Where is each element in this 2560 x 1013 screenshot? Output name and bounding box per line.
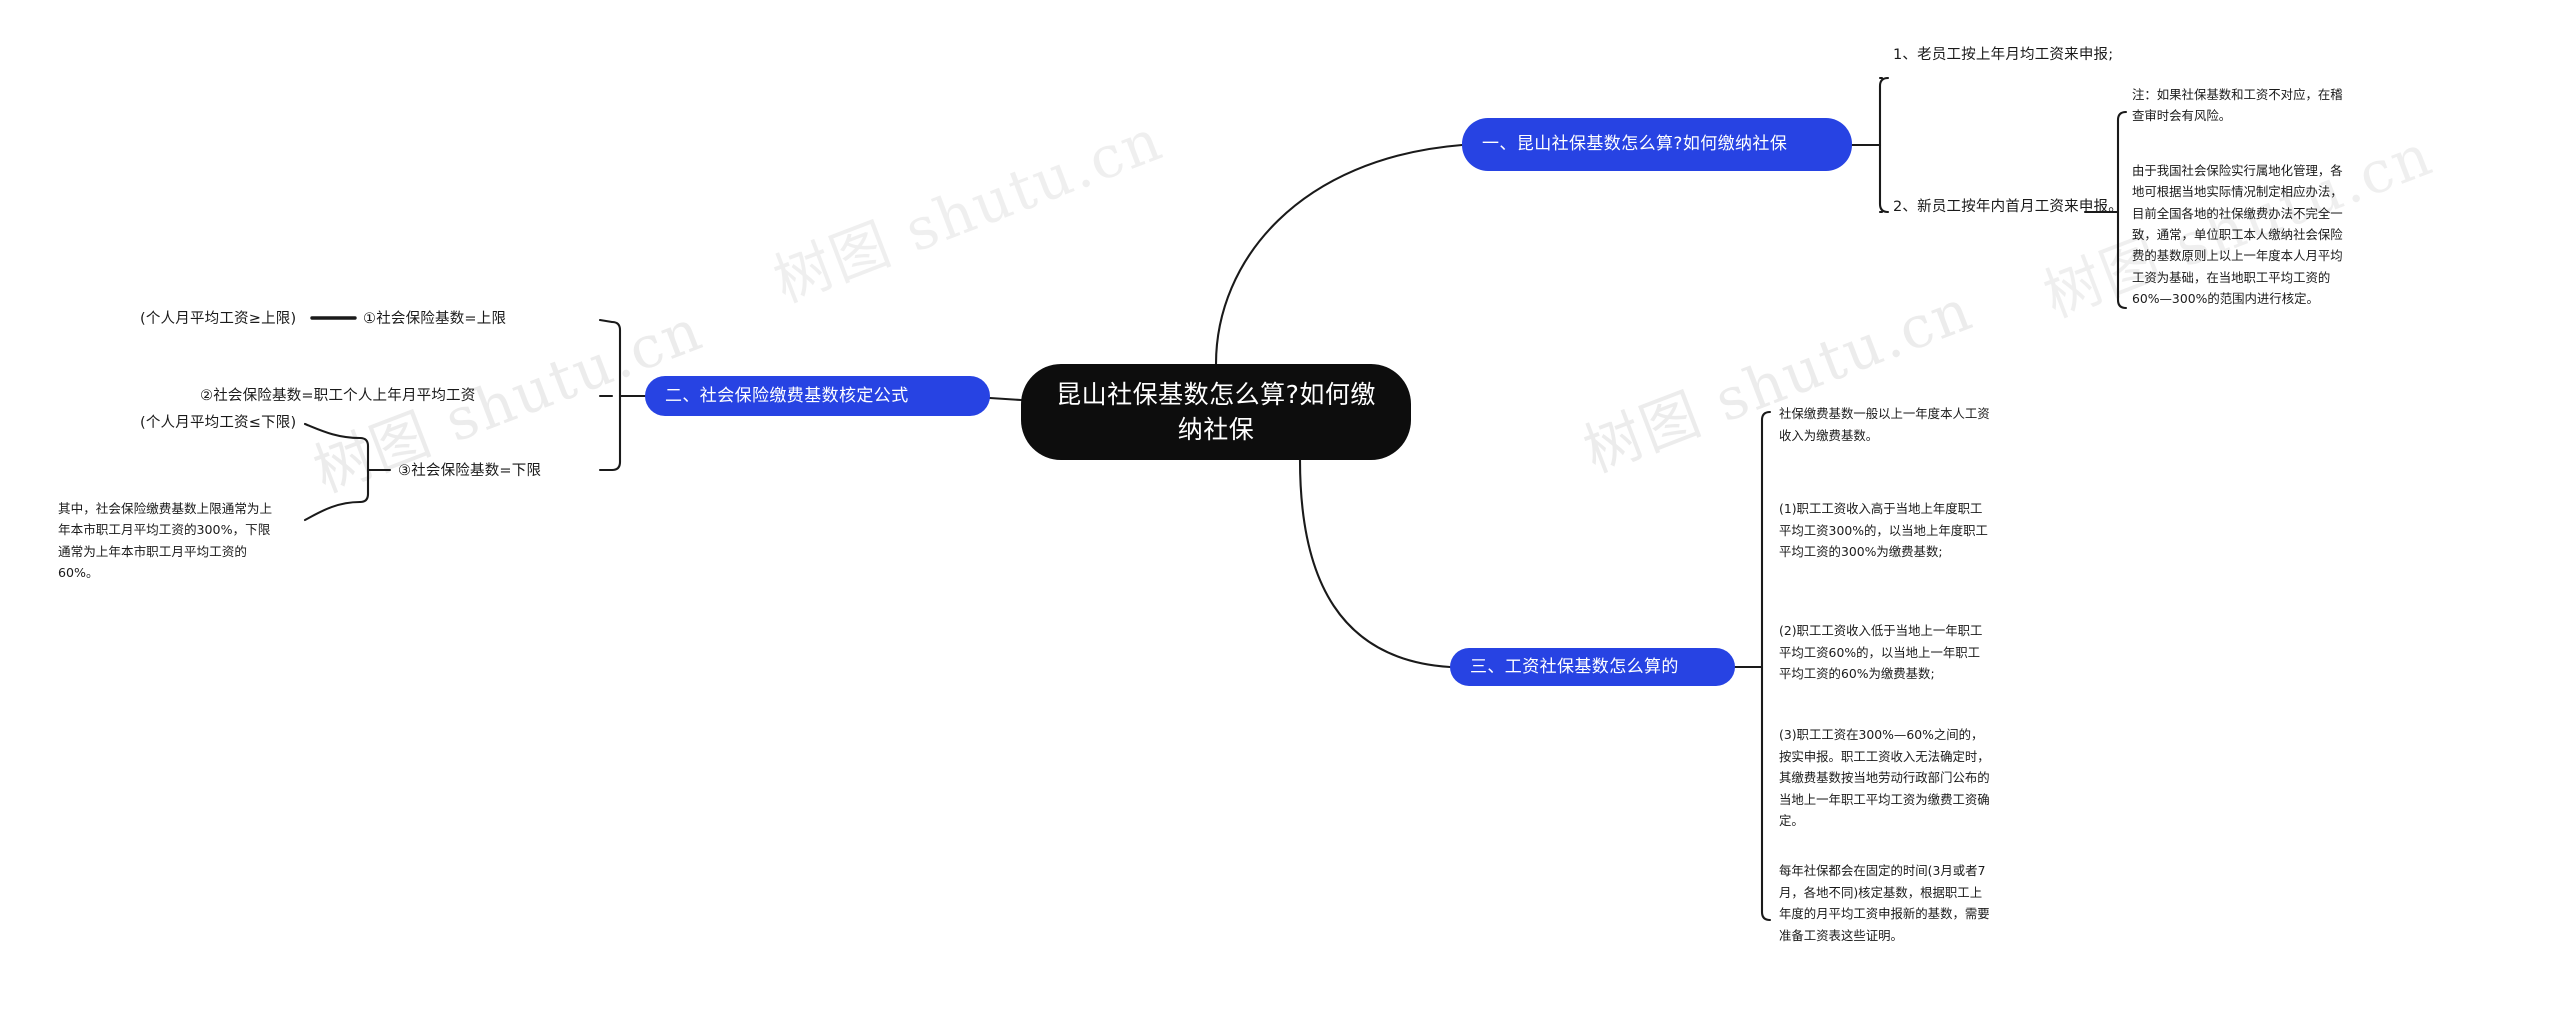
connector-branch3-bracket [1760, 410, 1772, 922]
connector-branch1-bracket [1878, 76, 1890, 214]
note-branch3-general[interactable]: 社保缴费基数一般以上一年度本人工资收入为缴费基数。 [1779, 406, 1990, 443]
branch-node-3-label: 三、工资社保基数怎么算的 [1470, 656, 1679, 677]
leaf-branch2-formula-2[interactable]: ②社会保险基数=职工个人上年月平均工资 [200, 388, 476, 404]
leaf-branch2-formula-3[interactable]: ③社会保险基数=下限 [398, 463, 542, 479]
leaf-branch1-child-2[interactable]: 2、新员工按年内首月工资来申报。 [1893, 199, 2123, 215]
connector-left-bracket [358, 436, 370, 504]
note-branch3-rule-2[interactable]: (2)职工工资收入低于当地上一年职工平均工资60%的，以当地上一年职工平均工资的… [1779, 623, 1983, 682]
branch-node-3[interactable]: 三、工资社保基数怎么算的 [1450, 648, 1735, 686]
note-branch1-risk[interactable]: 注：如果社保基数和工资不对应，在稽查审时会有风险。 [2132, 87, 2343, 124]
leaf-branch2-condition-1[interactable]: (个人月平均工资≥上限) [140, 311, 297, 327]
branch-node-1[interactable]: 一、昆山社保基数怎么算?如何缴纳社保 [1462, 118, 1852, 171]
leaf-branch1-child-1[interactable]: 1、老员工按上年月均工资来申报; [1893, 47, 2114, 63]
connector-root-branch1 [1214, 143, 1464, 366]
branch-node-1-label: 一、昆山社保基数怎么算?如何缴纳社保 [1482, 134, 1788, 155]
note-branch3-rule-3[interactable]: (3)职工工资在300%—60%之间的，按实申报。职工工资收入无法确定时，其缴费… [1779, 727, 1990, 829]
note-branch3-rule-1[interactable]: (1)职工工资收入高于当地上年度职工平均工资300%的，以当地上年度职工平均工资… [1779, 501, 1988, 560]
note-branch2-limits[interactable]: 其中，社会保险缴费基数上限通常为上年本市职工月平均工资的300%，下限通常为上年… [58, 501, 273, 581]
note-branch1-policy[interactable]: 由于我国社会保险实行属地化管理，各地可根据当地实际情况制定相应办法，目前全国各地… [2132, 163, 2343, 306]
connector-branch2-child1 [598, 318, 614, 324]
connector-root-branch2 [988, 396, 1023, 402]
watermark: 树图 shutu.cn [1574, 275, 1982, 486]
connector-branch2-bracket [610, 320, 622, 472]
root-node[interactable]: 昆山社保基数怎么算?如何缴纳社保 [1021, 364, 1411, 460]
connector-cond2-up [303, 422, 362, 440]
root-node-label: 昆山社保基数怎么算?如何缴纳社保 [1056, 379, 1376, 445]
note-branch3-annual[interactable]: 每年社保都会在固定的时间(3月或者7月，各地不同)核定基数，根据职工上年度的月平… [1779, 863, 1990, 943]
connector-noteleft-down [303, 500, 362, 522]
leaf-branch2-condition-2[interactable]: (个人月平均工资≤下限) [140, 415, 297, 431]
leaf-branch2-formula-1[interactable]: ①社会保险基数=上限 [363, 311, 507, 327]
branch-node-2-label: 二、社会保险缴费基数核定公式 [665, 385, 909, 406]
branch-node-2[interactable]: 二、社会保险缴费基数核定公式 [645, 376, 990, 416]
connector-root-branch3 [1298, 458, 1452, 669]
watermark: 树图 shutu.cn [764, 105, 1172, 316]
